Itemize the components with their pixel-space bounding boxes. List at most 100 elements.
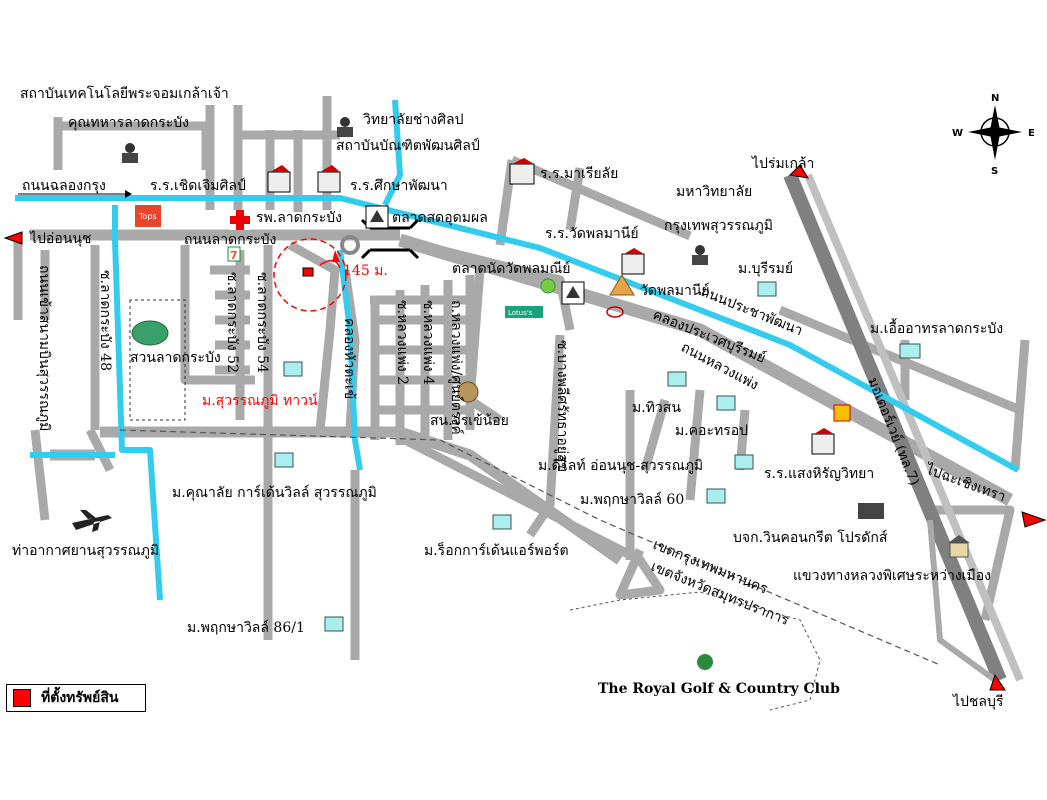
main-roads (30, 172, 1024, 683)
label-m-burirom: ม.บุรีรมย์ (738, 260, 793, 277)
compass-north: N (991, 93, 999, 104)
label-concrete: บจก.วินคอนกรีต โปรดักส์ (733, 529, 888, 546)
label-khlong-hua-takhe: คลองหัวตะเข้ (341, 318, 357, 399)
property-swatch-icon (13, 689, 31, 707)
label-school-suksa: ร.ร.ศึกษาพัฒนา (350, 178, 448, 194)
label-m-kulap: ม.คุณาลัย การ์เด้นวิลล์ สุวรรณภูมิ (172, 484, 377, 501)
arrow-on-nut (3, 231, 23, 245)
label-hospital: รพ.ลาดกระบัง (256, 210, 342, 226)
label-kmitl-2: คุณทหารลาดกระบัง (68, 115, 189, 131)
label-khlong-krung: ถนนฉลองกรุง (22, 178, 106, 194)
lotus-label: Lotus's (508, 309, 533, 317)
label-luang-phaeng-2: ซ.หลวงแพ่ง 2 (394, 300, 410, 385)
graduate-icon (337, 117, 353, 137)
label-to-rom-klao: ไปร่มเกล้า (751, 155, 814, 172)
school-icon (811, 428, 835, 455)
market-icon (365, 205, 389, 229)
school-icon (317, 165, 341, 193)
label-lat-krabang-road: ถนนลาดกระบัง (184, 232, 276, 248)
label-airport-link: ถนนเข้าสนามบินสุวรรณภูมิ (36, 265, 52, 431)
tops-icon (135, 205, 161, 227)
gas-station-icon (833, 404, 851, 422)
housing-icon (899, 343, 921, 359)
label-to-on-nut: ไปอ่อนนุช (29, 230, 91, 247)
school-icon (621, 248, 645, 275)
factory-icon (858, 503, 884, 519)
housing-icon (274, 452, 294, 468)
label-m-delight: ม.ดีไลท์ อ่อนนุช-สุวรรณภูมิ (538, 457, 703, 474)
label-to-chonburi: ไปชลบุรี (952, 693, 1004, 710)
label-wat: วัดพลมานีย์ (640, 282, 710, 299)
housing-icon (706, 488, 726, 504)
arrow-chachoengsao (1021, 511, 1047, 528)
housing-icon (757, 281, 777, 297)
airplane-icon (72, 510, 112, 532)
arrow-rom-klao (788, 164, 810, 179)
legend-label: ที่ตั้งทรัพย์สิน (41, 690, 119, 706)
label-school-choen: ร.ร.เชิดเจิมศิลป์ (150, 177, 246, 194)
label-m-thiwason: ม.ทิวสน (632, 400, 681, 416)
label-police: สน.จรเข้น้อย (430, 413, 509, 429)
label-poh-chang-1: วิทยาลัยช่างศิลป (363, 112, 464, 128)
housing-icon (324, 616, 344, 632)
label-golf: The Royal Golf & Country Club (598, 681, 840, 697)
label-university-2: กรุงเทพสุวรรณภูมิ (664, 218, 773, 234)
seven-eleven-icon (227, 246, 241, 262)
label-poh-chang-2: สถาบันบัณฑิตพัฒนศิลป์ (336, 137, 480, 154)
tops-label: Tops (138, 212, 157, 221)
label-m-suvarnabhumi-town: ม.สุวรรณภูมิ ทาวน์ (202, 392, 318, 409)
label-sukha-sattham: ซ.บางพลีศรัทธาอยู่สุข (554, 340, 570, 472)
label-market-udom: ตลาดสดอุดมผล (392, 210, 488, 226)
golf-icon (697, 654, 713, 670)
label-luang-phaeng-4: ซ.หลวงแพ่ง 4 (420, 300, 436, 385)
housing-icon (734, 454, 754, 470)
compass-east: E (1028, 128, 1035, 139)
label-school-wat: ร.ร.วัดพลมานีย์ (545, 225, 639, 242)
label-m-rock: ม.ร็อกการ์เด้นแอร์พอร์ต (424, 541, 569, 559)
police-icon (457, 381, 479, 403)
label-soi-52: ซ.ลาดกระบัง 52 (224, 272, 240, 373)
station-icon (540, 278, 556, 294)
market-icon (561, 281, 585, 305)
label-kmitl-1: สถาบันเทคโนโลยีพระจอมเกล้าเจ้า (20, 85, 229, 102)
label-m-kae-euro: ม.คอะทรอป (675, 423, 748, 439)
park-icon (131, 320, 169, 346)
graduate-icon (692, 245, 708, 265)
label-m-phruksa-86: ม.พฤกษาวิลล์ 86/1 (187, 619, 305, 636)
seven-eleven-glyph: 7 (230, 249, 238, 262)
label-m-phruksa-60: ม.พฤกษาวิลล์ 60 (580, 491, 684, 508)
label-highway-office: แขวงทางหลวงพิเศษระหว่างเมือง (793, 568, 991, 584)
compass-west: W (952, 128, 963, 139)
temple-icon (609, 274, 635, 296)
label-university-1: มหาวิทยาลัย (676, 184, 752, 200)
toyota-icon (606, 306, 624, 318)
label-jamjan: ถ.หลวงแพ่ง/ศูนย์ตรงค์ (448, 300, 465, 435)
school-icon (267, 165, 291, 193)
housing-icon (283, 361, 303, 377)
property-location (273, 238, 347, 312)
arrow-chonburi (989, 673, 1006, 691)
label-school-mari: ร.ร.มาเรียลัย (540, 166, 618, 182)
label-market-wat: ตลาดนัดวัดพลมณีย์ (452, 260, 570, 277)
label-airport: ท่าอากาศยานสุวรรณภูมิ (12, 543, 159, 559)
district-border (119, 299, 941, 711)
label-park: สวนลาดกระบัง (130, 350, 221, 366)
housing-icon (716, 395, 736, 411)
lotus-icon (505, 306, 543, 318)
icons: Tops Lotus's 7 (72, 117, 970, 670)
hospital-icon (230, 210, 250, 230)
label-m-eua: ม.เอื้ออาทรลาดกระบัง (870, 318, 1003, 337)
legend: ที่ตั้งทรัพย์สิน (6, 684, 146, 712)
label-soi-48: ซ.ลาดกระบัง 48 (97, 270, 113, 371)
label-school-saeng: ร.ร.แสงหิรัญวิทยา (764, 466, 874, 482)
housing-icon (492, 514, 512, 530)
label-soi-54: ซ.ลาดกระบัง 54 (254, 272, 270, 373)
housing-icon (667, 371, 687, 387)
compass-rose: N S W E (952, 93, 1035, 177)
office-icon (948, 535, 970, 558)
graduate-icon (122, 143, 138, 163)
label-distance: 145 ม. (343, 263, 388, 279)
school-icon (509, 158, 535, 185)
compass-south: S (991, 166, 998, 177)
